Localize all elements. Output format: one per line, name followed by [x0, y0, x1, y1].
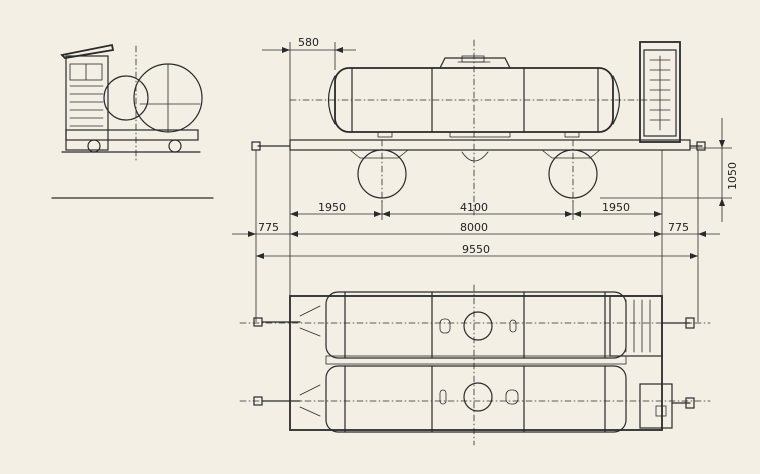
dim-775-right: 775: [668, 221, 689, 234]
dim-1050: 1050: [726, 162, 739, 190]
dim-1950-left: 1950: [318, 201, 346, 214]
dim-775-left: 775: [258, 221, 279, 234]
side-view: [251, 39, 706, 216]
dimension-lines: [232, 47, 725, 259]
top-view: [239, 284, 711, 446]
dim-9550: 9550: [462, 243, 490, 256]
dim-580: 580: [298, 36, 319, 49]
dim-1950-right: 1950: [602, 201, 630, 214]
end-view: [51, 43, 214, 199]
dim-4100: 4100: [460, 201, 488, 214]
dim-8000: 8000: [460, 221, 488, 234]
dimension-labels: 580 1950 4100 1950 775 8000 775 9550 105…: [258, 36, 739, 256]
extension-lines: [255, 42, 732, 322]
